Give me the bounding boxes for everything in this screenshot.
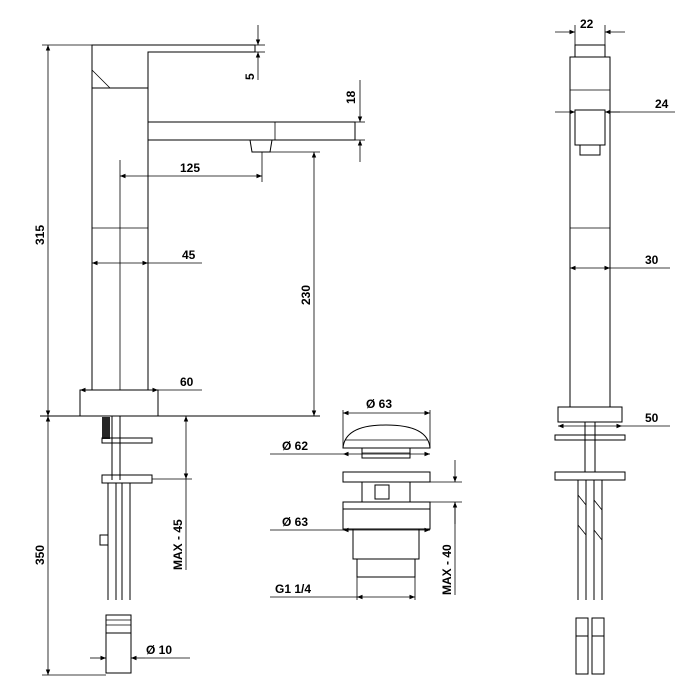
dim-125: 125 [119,152,263,390]
dim-22-label: 22 [580,17,594,31]
drain-body [352,528,420,560]
dim-60: 60 [80,375,202,393]
dim-g114-label: G1 1/4 [275,582,311,596]
dim-d63-top-label: Ø 63 [366,397,392,411]
dim-5: 5 [243,25,265,80]
dim-d10-label: Ø 10 [146,643,172,657]
drain-thread [356,558,416,578]
drain-view [342,424,431,578]
hose-connector [105,614,132,634]
dim-d63-top: Ø 63 [342,397,431,448]
dim-50-label: 50 [645,411,659,425]
base-outline [79,389,159,417]
dim-24: 24 [555,97,675,115]
dim-18-label: 18 [344,90,358,104]
dim-125-label: 125 [180,161,200,175]
dim-60-label: 60 [180,375,194,389]
dim-max-40-label: MAX - 40 [440,544,454,595]
dim-d62: Ø 62 [270,439,430,457]
dim-max-45-label: MAX - 45 [171,519,185,570]
dim-max-45: MAX - 45 [152,416,192,570]
dim-45-label: 45 [182,248,196,262]
dim-30: 30 [570,253,670,271]
dim-d63-bottom: Ø 63 [270,515,430,533]
dim-315-label: 315 [33,225,47,245]
dim-22: 22 [555,17,625,45]
dim-max-40: MAX - 40 [430,460,462,595]
front-view [554,44,626,675]
dim-d63-bottom-label: Ø 63 [282,515,308,529]
side-view [40,44,356,674]
dim-g114: G1 1/4 [270,577,416,600]
front-base [557,406,623,423]
dim-d10: Ø 10 [90,643,190,661]
dim-5-label: 5 [243,73,257,80]
dim-315: 315 [33,44,92,416]
dim-d62-label: Ø 62 [282,439,308,453]
spout-outline [148,121,356,141]
front-lever [574,44,606,58]
dim-350-label: 350 [33,545,47,565]
dim-50: 50 [558,411,670,429]
dim-230: 230 [270,151,320,416]
dim-45: 45 [92,248,202,266]
dim-230-label: 230 [299,285,313,305]
dim-24-label: 24 [655,97,669,111]
drain-flange [342,471,431,483]
dim-18: 18 [344,80,365,162]
lever-outline [91,44,256,89]
dim-30-label: 30 [645,253,659,267]
front-spout [574,109,606,146]
dim-350: 350 [33,416,106,676]
drain-cap [342,424,431,449]
